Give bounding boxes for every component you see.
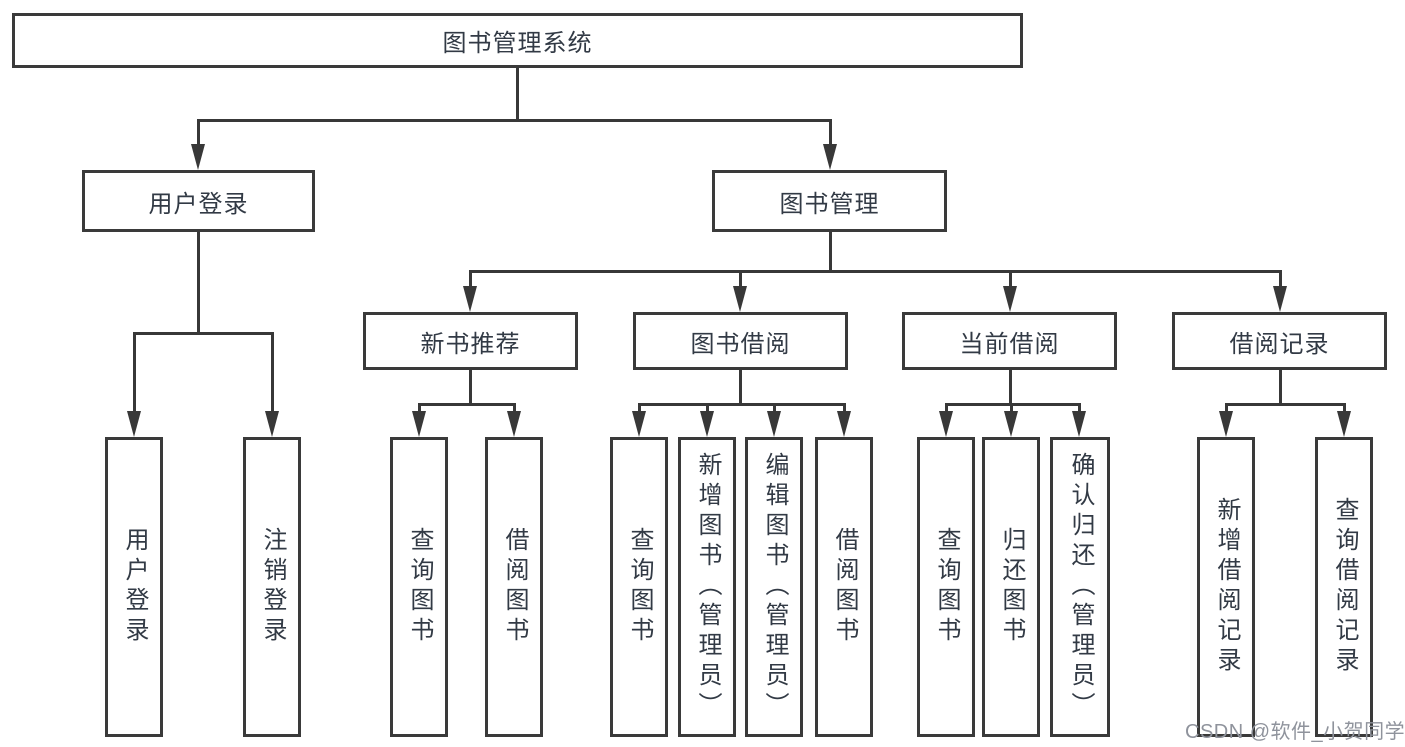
node-user-login-label: 用户登录: [148, 190, 249, 218]
connector-line: [706, 403, 709, 414]
connector-line: [1009, 370, 1012, 405]
node-book-management: 图书管理: [712, 170, 947, 232]
arrow-down-icon: [632, 411, 646, 437]
leaf-current-return-book-label: 归还图书: [998, 527, 1025, 647]
connector-line: [829, 119, 832, 147]
connector-line: [197, 119, 200, 147]
arrow-down-icon: [939, 411, 953, 437]
connector-line: [1279, 270, 1282, 288]
node-new-book-recommend: 新书推荐: [363, 312, 578, 370]
leaf-current-query-book: 查询图书: [917, 437, 975, 737]
leaf-recommend-query-book: 查询图书: [390, 437, 448, 737]
arrow-down-icon: [1072, 411, 1086, 437]
connector-line: [469, 370, 472, 405]
arrow-down-icon: [1273, 286, 1287, 312]
connector-line: [829, 232, 832, 272]
arrow-down-icon: [191, 144, 205, 170]
connector-line: [945, 403, 1081, 406]
connector-line: [1078, 403, 1081, 414]
leaf-current-return-book: 归还图书: [982, 437, 1040, 737]
connector-line: [513, 403, 516, 414]
node-book-borrowing: 图书借阅: [633, 312, 848, 370]
leaf-borrowing-add-book: 新增图书（管理员）: [678, 437, 736, 737]
arrow-down-icon: [412, 411, 426, 437]
connector-line: [133, 332, 136, 413]
node-root-label: 图书管理系统: [442, 30, 593, 57]
connector-line: [516, 68, 519, 120]
leaf-user-login: 用户登录: [105, 437, 163, 737]
node-current-borrowing-label: 当前借阅: [959, 330, 1060, 358]
leaf-current-confirm-return: 确认归还（管理员）: [1050, 437, 1110, 737]
node-borrowing-records: 借阅记录: [1172, 312, 1387, 370]
csdn-watermark: CSDN @软件_小贺同学: [1185, 721, 1405, 743]
connector-line: [1225, 403, 1228, 414]
leaf-borrowing-query-book: 查询图书: [610, 437, 668, 737]
leaf-current-confirm-return-label: 确认归还（管理员）: [1067, 452, 1094, 722]
connector-line: [271, 332, 274, 413]
leaf-recommend-borrow-book-label: 借阅图书: [501, 527, 528, 647]
arrow-down-icon: [507, 411, 521, 437]
arrow-down-icon: [1219, 411, 1233, 437]
arrow-down-icon: [733, 286, 747, 312]
connector-line: [843, 403, 846, 414]
connector-line: [773, 403, 776, 414]
node-book-management-label: 图书管理: [779, 190, 880, 218]
node-new-book-recommend-label: 新书推荐: [420, 330, 521, 358]
node-user-login: 用户登录: [82, 170, 315, 232]
leaf-records-add-record: 新增借阅记录: [1197, 437, 1255, 737]
leaf-borrowing-edit-book-label: 编辑图书（管理员）: [761, 452, 788, 722]
connector-line: [1279, 370, 1282, 405]
leaf-user-login-label: 用户登录: [121, 527, 148, 647]
connector-line: [945, 403, 948, 414]
arrow-down-icon: [767, 411, 781, 437]
connector-line: [197, 232, 200, 333]
node-current-borrowing: 当前借阅: [902, 312, 1117, 370]
arrow-down-icon: [700, 411, 714, 437]
leaf-current-query-book-label: 查询图书: [933, 527, 960, 647]
connector-line: [1343, 403, 1346, 414]
connector-line: [418, 403, 516, 406]
leaf-borrowing-borrow-book: 借阅图书: [815, 437, 873, 737]
leaf-logout: 注销登录: [243, 437, 301, 737]
connector-line: [133, 332, 274, 335]
leaf-logout-label: 注销登录: [259, 527, 286, 647]
arrow-down-icon: [1337, 411, 1351, 437]
connector-line: [1010, 403, 1013, 414]
connector-line: [739, 370, 742, 405]
connector-line: [638, 403, 846, 406]
connector-line: [1225, 403, 1346, 406]
node-borrowing-records-label: 借阅记录: [1229, 330, 1330, 358]
leaf-records-query-record: 查询借阅记录: [1315, 437, 1373, 737]
connector-line: [418, 403, 421, 414]
leaf-borrowing-borrow-book-label: 借阅图书: [831, 527, 858, 647]
arrow-down-icon: [1003, 286, 1017, 312]
node-book-borrowing-label: 图书借阅: [690, 330, 791, 358]
connector-line: [469, 270, 472, 288]
leaf-recommend-borrow-book: 借阅图书: [485, 437, 543, 737]
arrow-down-icon: [463, 286, 477, 312]
connector-line: [197, 119, 831, 122]
leaf-borrowing-query-book-label: 查询图书: [626, 527, 653, 647]
arrow-down-icon: [265, 411, 279, 437]
connector-line: [1009, 270, 1012, 288]
arrow-down-icon: [837, 411, 851, 437]
leaf-records-query-record-label: 查询借阅记录: [1331, 497, 1358, 677]
arrow-down-icon: [823, 144, 837, 170]
leaf-records-add-record-label: 新增借阅记录: [1213, 497, 1240, 677]
node-root: 图书管理系统: [12, 13, 1023, 68]
arrow-down-icon: [127, 411, 141, 437]
connector-line: [469, 270, 1282, 273]
connector-line: [638, 403, 641, 414]
leaf-recommend-query-book-label: 查询图书: [406, 527, 433, 647]
arrow-down-icon: [1004, 411, 1018, 437]
connector-line: [739, 270, 742, 288]
leaf-borrowing-add-book-label: 新增图书（管理员）: [694, 452, 721, 722]
leaf-borrowing-edit-book: 编辑图书（管理员）: [745, 437, 803, 737]
